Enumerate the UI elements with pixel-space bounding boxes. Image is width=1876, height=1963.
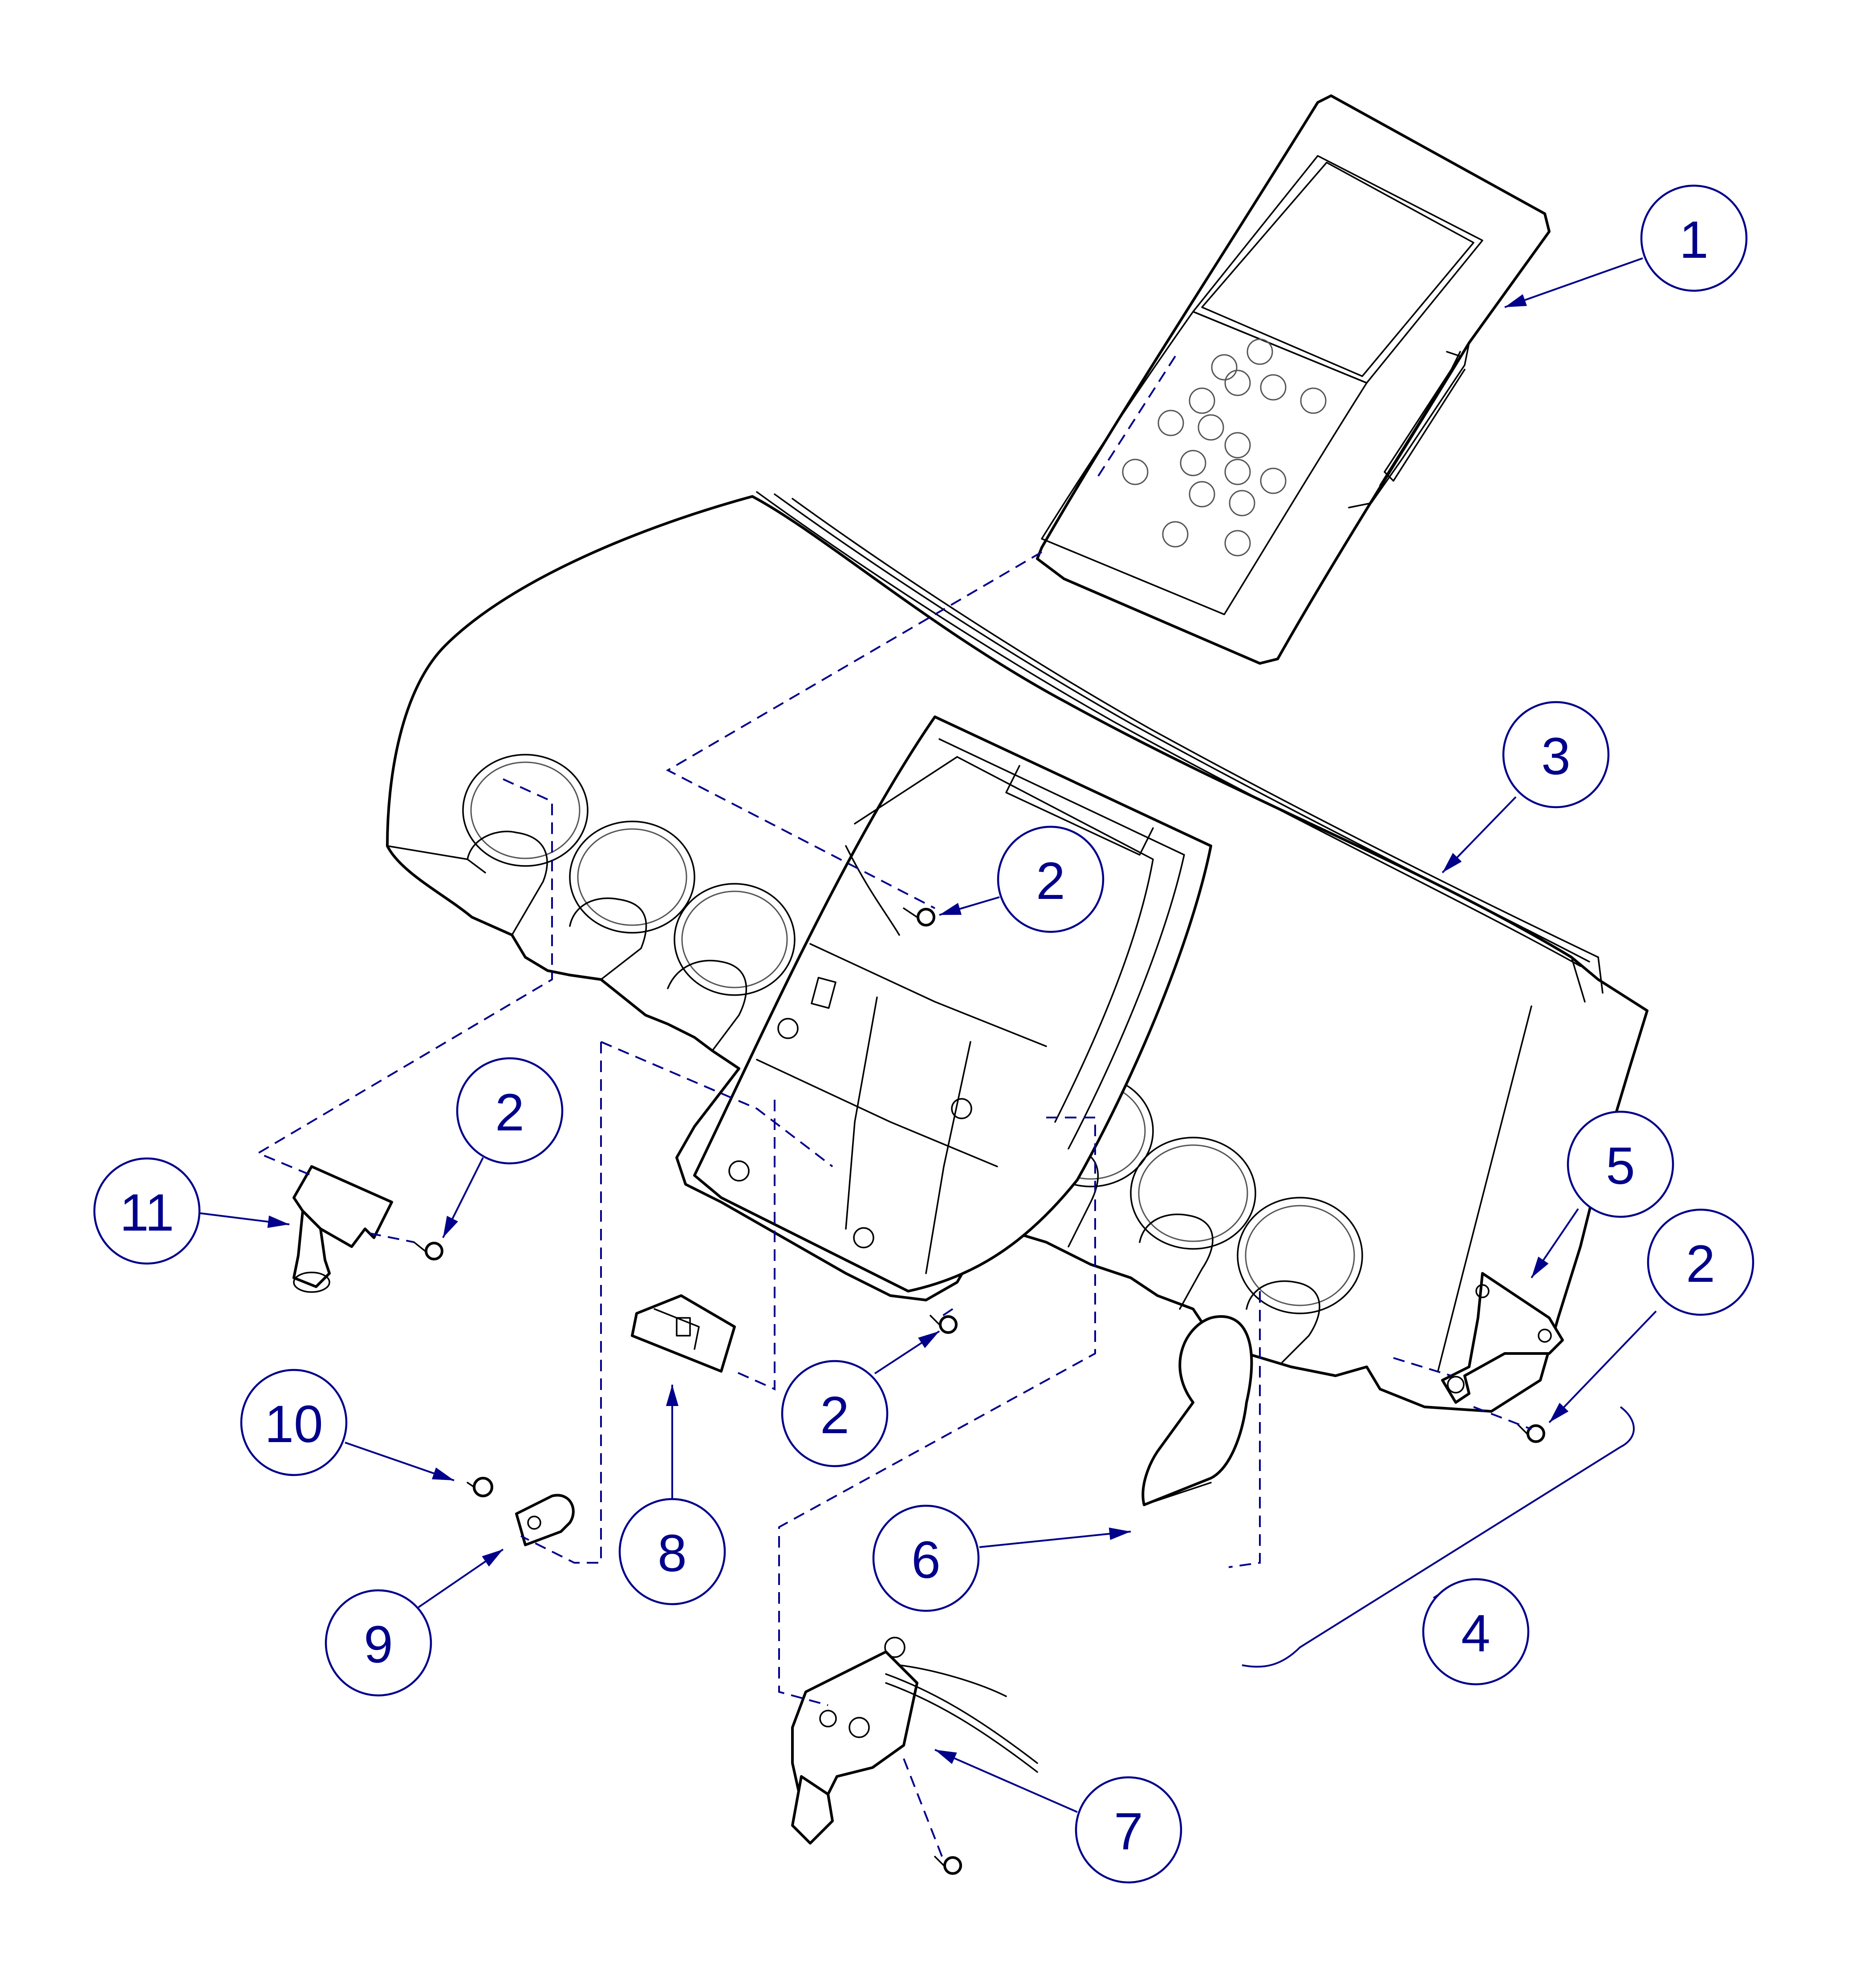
callout-circle <box>1075 1776 1182 1884</box>
callout-arrowhead <box>1109 1527 1131 1540</box>
callout-5: 5 <box>1531 1110 1674 1279</box>
callout-circle <box>997 825 1104 933</box>
callout-circle <box>1647 1208 1754 1316</box>
switch-module-icon <box>631 1294 736 1373</box>
screw-icon <box>934 1856 962 1875</box>
callout-label: 2 <box>495 1083 524 1142</box>
mounting-plate-icon <box>1441 1272 1564 1404</box>
callout-label: 10 <box>264 1395 323 1454</box>
callout-label: 4 <box>1461 1604 1490 1663</box>
callout-arrowhead <box>666 1385 678 1406</box>
screw-icon <box>1517 1424 1545 1443</box>
callout-leader <box>1504 257 1643 308</box>
callout-leader <box>1548 1310 1657 1423</box>
callout-11: 11 <box>93 1157 290 1265</box>
callout-10: 10 <box>240 1369 455 1481</box>
callout-label: 11 <box>120 1183 175 1242</box>
holder-assembly-bracket <box>1242 1406 1635 1668</box>
callout-circle <box>1422 1578 1530 1686</box>
callout-2: 2 <box>1548 1208 1754 1423</box>
callout-leader <box>934 1749 1078 1813</box>
callout-circle <box>872 1504 980 1612</box>
callout-9: 9 <box>325 1548 504 1697</box>
callout-arrowhead <box>1531 1256 1549 1278</box>
callout-circle <box>618 1498 726 1605</box>
cable-clip-icon <box>515 1494 575 1546</box>
callout-label: 6 <box>911 1531 941 1589</box>
callout-arrowhead <box>443 1215 458 1238</box>
callout-label: 9 <box>364 1615 393 1674</box>
callout-label: 1 <box>1679 211 1709 269</box>
callout-arrowhead <box>918 1331 939 1349</box>
screw-icon <box>467 1477 493 1497</box>
callout-circle <box>325 1589 432 1697</box>
callout-arrowhead <box>1505 294 1527 307</box>
callout-arrowhead <box>939 902 962 915</box>
callout-circle <box>1640 184 1748 292</box>
instrument-tray-housing-icon <box>386 491 1649 1413</box>
callout-circle <box>240 1369 348 1476</box>
callout-leader <box>979 1531 1131 1548</box>
callout-label: 7 <box>1114 1802 1143 1861</box>
callout-2: 2 <box>781 1330 940 1467</box>
callout-circle <box>456 1057 564 1165</box>
callout-circle <box>1567 1110 1674 1218</box>
holder-cup-icon <box>1141 1315 1253 1506</box>
assembly-lines <box>256 355 1532 1861</box>
callout-arrowhead <box>1442 853 1462 873</box>
callout-6: 6 <box>872 1504 1131 1612</box>
callout-label: 3 <box>1541 727 1571 786</box>
callout-1: 1 <box>1504 184 1748 308</box>
callout-arrowhead <box>267 1215 289 1228</box>
control-panel-icon <box>1036 94 1551 665</box>
callout-arrowhead <box>482 1549 503 1567</box>
callout-label: 5 <box>1606 1137 1635 1195</box>
callout-label: 8 <box>658 1524 687 1583</box>
callout-label: 2 <box>1686 1235 1715 1293</box>
callout-circle <box>1502 701 1610 809</box>
callout-circle <box>93 1157 201 1265</box>
screw-icon <box>413 1241 443 1260</box>
callout-8: 8 <box>618 1385 726 1605</box>
callout-arrowhead <box>935 1750 957 1764</box>
callout-group: 1 2 2 2 2 3 4 5 6 7 8 9 10 11 <box>93 184 1754 1884</box>
callout-7: 7 <box>934 1749 1182 1884</box>
screw-icon <box>930 1315 958 1334</box>
callout-4: 4 <box>1422 1578 1530 1686</box>
hose-holder-bracket-icon <box>292 1165 393 1293</box>
valve-block-icon <box>791 1637 1038 1845</box>
callout-label: 2 <box>1036 852 1065 910</box>
screw-icon <box>903 907 935 927</box>
callout-circle <box>781 1360 889 1467</box>
callout-2: 2 <box>442 1057 564 1238</box>
callout-label: 2 <box>820 1386 849 1445</box>
callout-2: 2 <box>939 825 1104 933</box>
callout-3: 3 <box>1442 701 1610 874</box>
callout-arrowhead <box>432 1467 454 1480</box>
callout-arrowhead <box>1549 1402 1569 1422</box>
